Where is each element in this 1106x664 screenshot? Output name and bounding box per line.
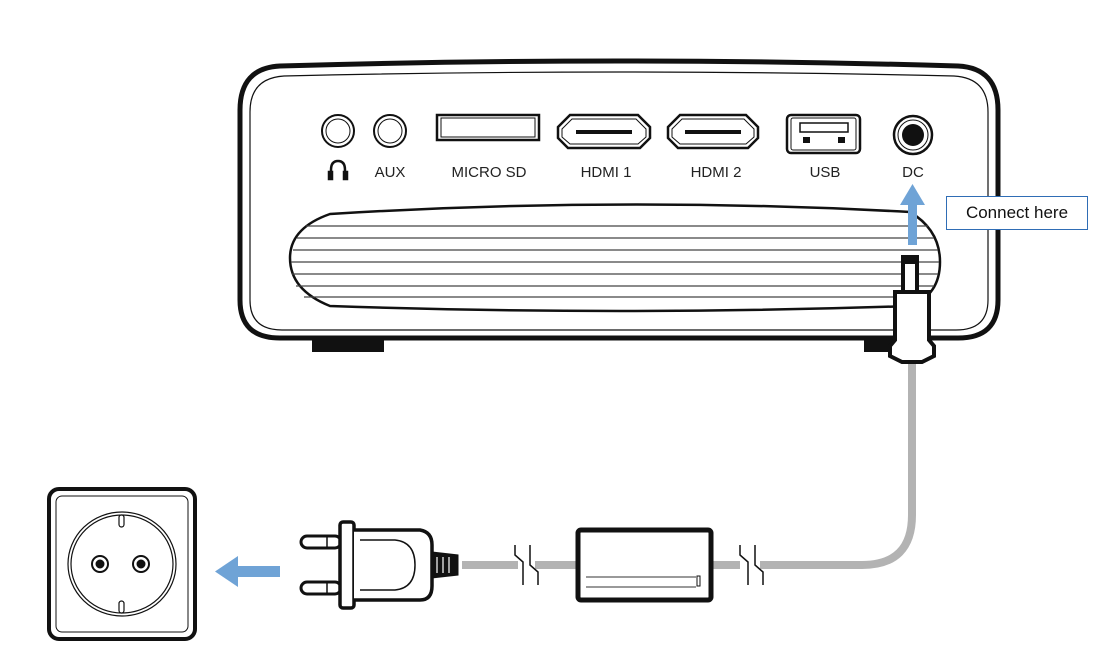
- micro-sd-slot: [435, 113, 541, 142]
- left-foot: [312, 340, 384, 352]
- headphone-icon: [327, 159, 349, 181]
- cable-break-left: [514, 545, 539, 585]
- arrow-up-icon: [900, 184, 925, 245]
- aux-port: [373, 114, 407, 148]
- power-cable: [462, 362, 916, 569]
- cable-break-right: [739, 545, 764, 585]
- mains-plug: [299, 520, 459, 610]
- port-label-hdmi1: HDMI 1: [581, 164, 632, 181]
- port-label-dc: DC: [902, 164, 924, 181]
- hdmi1-port: [556, 113, 652, 150]
- port-label-usb: USB: [810, 164, 841, 181]
- dc-plug: [888, 255, 936, 364]
- port-label-hdmi2: HDMI 2: [691, 164, 742, 181]
- port-label-micro-sd: MICRO SD: [452, 164, 527, 181]
- dc-port: [892, 114, 934, 156]
- arrow-left-icon: [215, 556, 280, 587]
- wall-socket: [47, 487, 197, 641]
- power-adapter: [575, 527, 714, 603]
- vent-grille: [288, 203, 942, 313]
- port-label-aux: AUX: [375, 164, 406, 181]
- connect-here-callout: Connect here: [946, 196, 1088, 230]
- hdmi2-port: [666, 113, 760, 150]
- headphone-port: [321, 114, 355, 148]
- usb-port: [785, 113, 862, 155]
